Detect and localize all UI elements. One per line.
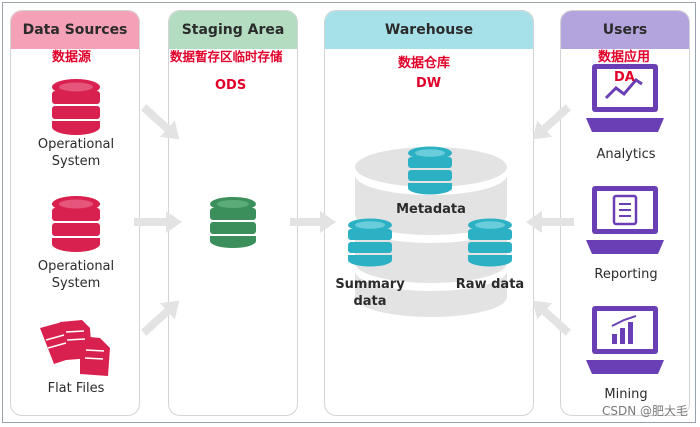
database-icon bbox=[52, 196, 100, 252]
arrow-source2-to-staging bbox=[134, 211, 182, 233]
source-1-label-line2: System bbox=[51, 154, 101, 169]
data-sources-cn-label: 数据源 bbox=[52, 50, 92, 65]
source-2-label-line2: System bbox=[51, 276, 101, 291]
files-icon bbox=[40, 320, 110, 376]
warehouse-cylinder-icon bbox=[355, 147, 507, 317]
data-sources-header: Data Sources bbox=[11, 11, 139, 49]
arrow-staging-to-warehouse bbox=[290, 211, 336, 233]
database-icon bbox=[468, 218, 512, 267]
users-sub-label: DA bbox=[614, 70, 635, 85]
staging-sub-label: ODS bbox=[215, 78, 247, 93]
database-icon bbox=[210, 197, 256, 248]
arrow-analytics-to-warehouse bbox=[532, 104, 572, 140]
watermark: CSDN @肥大毛 bbox=[601, 404, 688, 418]
reporting-label: Reporting bbox=[594, 267, 658, 282]
arrow-files-to-staging bbox=[140, 300, 180, 336]
arrow-source1-to-staging bbox=[140, 104, 180, 140]
laptop-bar-chart-icon bbox=[586, 306, 664, 374]
arrow-reporting-to-warehouse bbox=[526, 211, 574, 233]
diagram-frame bbox=[2, 2, 696, 423]
flat-files-label: Flat Files bbox=[47, 381, 105, 396]
warehouse-cn-label: 数据仓库 bbox=[398, 56, 451, 71]
source-1-label-line1: Operational bbox=[37, 137, 115, 152]
metadata-label: Metadata bbox=[396, 202, 466, 217]
arrow-mining-to-warehouse bbox=[532, 300, 572, 336]
laptop-chart-icon bbox=[586, 64, 664, 132]
users-header: Users bbox=[561, 11, 689, 49]
database-icon bbox=[348, 218, 392, 267]
staging-cn-label: 数据暂存区临时存储 bbox=[170, 49, 283, 64]
summary-data-label-line1: Summary bbox=[335, 277, 405, 292]
warehouse-header: Warehouse bbox=[325, 11, 533, 49]
database-icon bbox=[408, 146, 452, 195]
raw-data-label: Raw data bbox=[455, 277, 525, 292]
summary-data-label: Summary data bbox=[330, 276, 410, 310]
users-cn-label: 数据应用 bbox=[598, 50, 651, 65]
source-2-label-line1: Operational bbox=[37, 259, 115, 274]
source-1-label: Operational System bbox=[24, 136, 128, 170]
mining-label: Mining bbox=[604, 387, 648, 402]
summary-data-label-line2: data bbox=[353, 294, 387, 309]
database-icon bbox=[52, 79, 100, 135]
analytics-label: Analytics bbox=[596, 147, 656, 162]
staging-area-header: Staging Area bbox=[169, 11, 297, 49]
source-2-label: Operational System bbox=[24, 258, 128, 292]
warehouse-sub-label: DW bbox=[416, 76, 442, 91]
laptop-report-icon bbox=[586, 186, 664, 254]
